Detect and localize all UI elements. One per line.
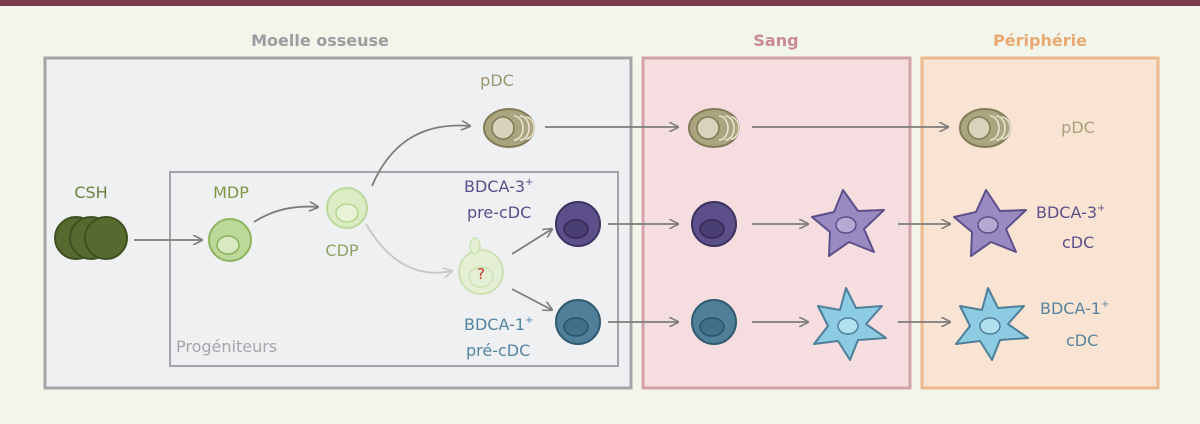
pdc-cell-icon-moelle (483, 108, 535, 148)
bdca1-cdc-label: BDCA-1+ (1040, 299, 1109, 318)
bdca1-pre-cdc-label: BDCA-1+ (464, 315, 533, 334)
peripherie-title: Périphérie (993, 31, 1087, 50)
arrow-cdp-unknown (365, 223, 452, 273)
peripherie-region-box (920, 56, 1160, 390)
sang-title: Sang (753, 31, 798, 50)
bdca1-pre-cdc-cell-icon (555, 299, 601, 345)
bdca3-pre-cdc-sublabel: pre-cDC (467, 203, 531, 222)
pdc-label-moelle: pDC (480, 71, 514, 90)
bdca3-cdc-sublabel: cDC (1062, 233, 1094, 252)
bdca1-pre-cdc-sublabel: pré-cDC (466, 341, 530, 360)
moelle-title: Moelle osseuse (251, 31, 389, 50)
progeniteurs-label: Progéniteurs (176, 337, 277, 356)
arrows (134, 126, 950, 323)
unknown-question-mark: ? (477, 265, 485, 283)
bdca1-mature-cdc-icon-sang (813, 287, 887, 361)
bdca3-mature-cdc-icon-sang (811, 189, 885, 257)
mdp-label: MDP (213, 183, 249, 202)
bdca3-cdc-label: BDCA-3+ (1036, 203, 1105, 222)
bdca1-blood-cell-icon (691, 299, 737, 345)
top-bar (0, 0, 1200, 6)
pdc-cell-icon-sang (688, 108, 740, 148)
csh-label: CSH (74, 183, 107, 202)
arrow-unknown-bdca1 (511, 288, 552, 310)
bdca3-pre-cdc-label: BDCA-3+ (464, 177, 533, 196)
progeniteurs-box (169, 171, 619, 367)
bdca1-cdc-sublabel: cDC (1066, 331, 1098, 350)
bdca3-mature-cdc-icon-peripherie (953, 189, 1027, 257)
cdp-cell-icon (326, 187, 368, 229)
bdca3-blood-cell-icon (691, 201, 737, 247)
arrow-cdp-pdc (371, 126, 470, 187)
bdca1-mature-cdc-icon-peripherie (955, 287, 1029, 361)
unknown-cell-icon (458, 237, 504, 295)
bdca3-pre-cdc-cell-icon (555, 201, 601, 247)
cdp-label: CDP (325, 241, 358, 260)
csh-cell-icon (54, 216, 128, 260)
arrow-mdp-cdp (253, 207, 318, 223)
pdc-label-peripherie: pDC (1061, 118, 1095, 137)
mdp-cell-icon (208, 218, 252, 262)
arrow-unknown-bdca3 (511, 229, 552, 255)
pdc-cell-icon-peripherie (959, 108, 1011, 148)
